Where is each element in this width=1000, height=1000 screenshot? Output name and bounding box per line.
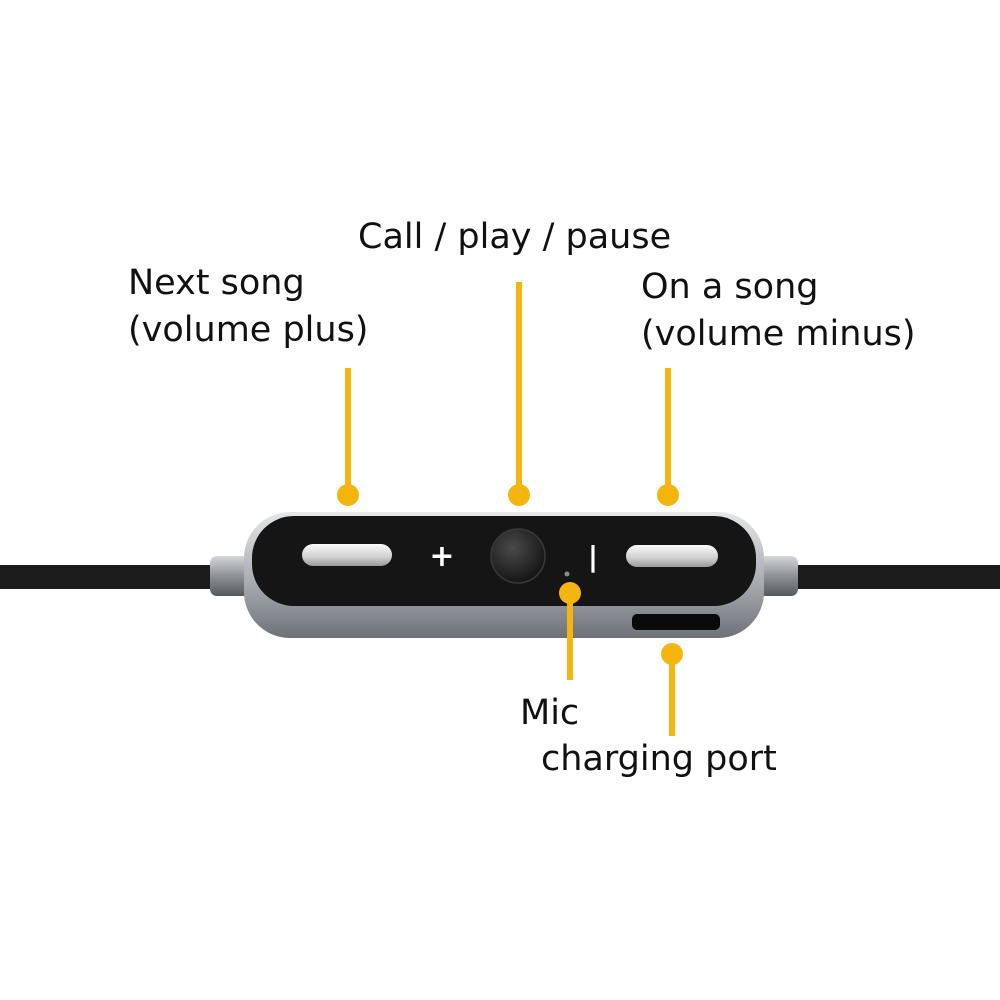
volume-minus-button[interactable]	[626, 545, 718, 567]
cable-right	[788, 565, 1000, 589]
mic-hole	[564, 571, 570, 577]
call-play-pause-text: Call / play / pause	[358, 217, 672, 257]
cable-cap-left	[210, 556, 252, 596]
charging-port-text: charging port	[541, 739, 777, 779]
callout-call-play-pause	[508, 282, 530, 506]
volume-minus-text: (volume minus)	[641, 314, 916, 354]
next-song-label: Next song (volume plus)	[128, 260, 368, 354]
call-play-pause-label: Call / play / pause	[358, 214, 671, 261]
plus-symbol: +	[429, 539, 454, 574]
callout-charging-port	[661, 643, 683, 736]
callout-mic	[559, 582, 581, 680]
callout-next-song	[337, 368, 359, 506]
next-song-text: Next song	[128, 263, 305, 303]
call-play-pause-button[interactable]	[490, 528, 546, 584]
callout-on-a-song	[657, 368, 679, 506]
charging-port-slot	[632, 614, 720, 630]
on-a-song-label: On a song (volume minus)	[641, 264, 916, 358]
volume-plus-button[interactable]	[302, 544, 392, 566]
charging-port-label: charging port	[541, 736, 777, 783]
on-a-song-text: On a song	[641, 267, 819, 307]
minus-symbol: |	[588, 540, 598, 573]
mic-text: Mic	[520, 693, 580, 733]
mic-label: Mic	[520, 690, 579, 737]
cable-left	[0, 565, 225, 589]
volume-plus-text: (volume plus)	[128, 310, 369, 350]
